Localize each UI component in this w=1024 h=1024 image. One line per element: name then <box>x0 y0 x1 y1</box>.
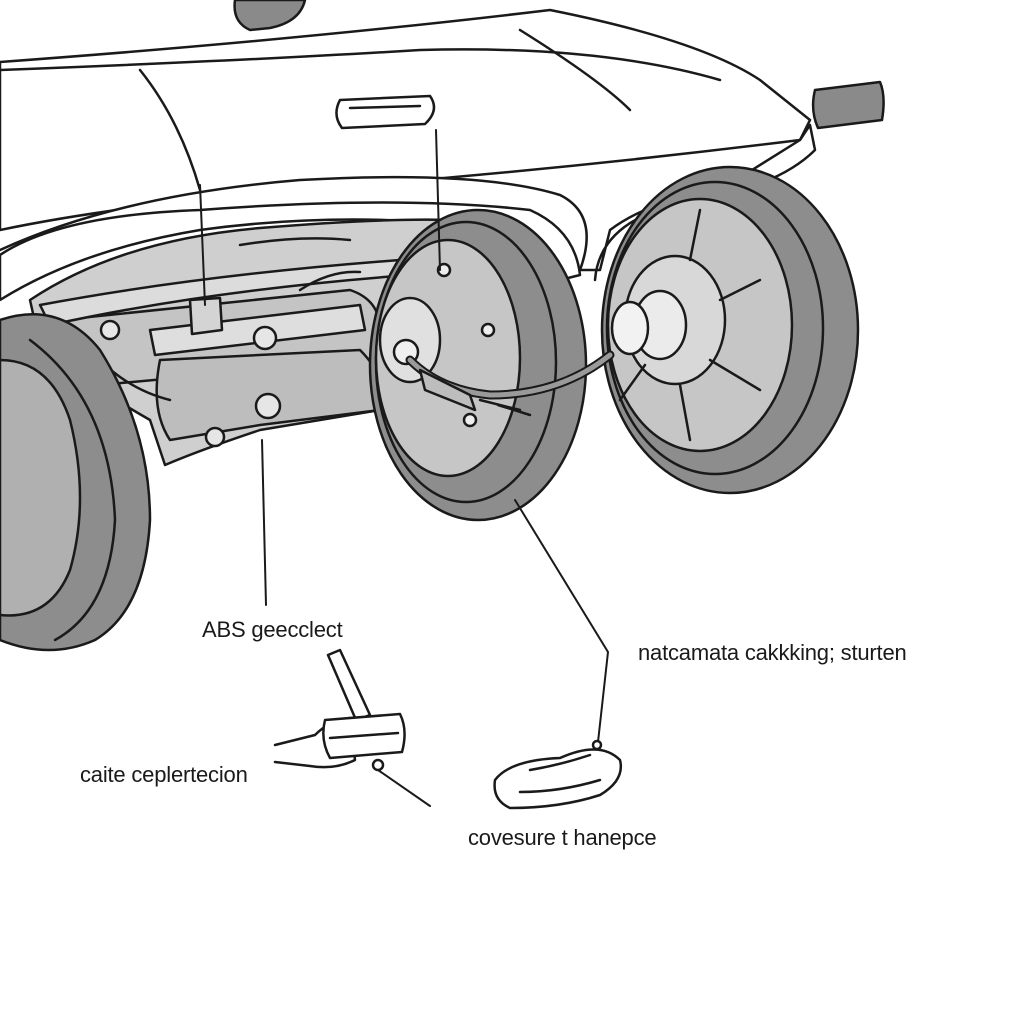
bolt-3 <box>204 426 226 448</box>
housing-tip <box>591 739 603 751</box>
leader-trunk-left <box>199 184 206 306</box>
bolt-1 <box>252 325 278 351</box>
trunk-line-2 <box>518 28 632 112</box>
center-wheel <box>368 208 588 522</box>
left-tire-inner <box>0 358 82 617</box>
leader-caite <box>377 769 431 807</box>
left-wheel <box>0 313 152 652</box>
sensor-connector-illustration <box>273 648 406 772</box>
housing-detail <box>518 753 602 794</box>
connector-line <box>328 731 400 740</box>
door-handle <box>335 94 436 130</box>
label-abs-sensor: ABS geecclect <box>202 617 343 642</box>
label-bottom-center: covesure t hanepce <box>468 825 657 850</box>
connector-pin <box>371 758 385 772</box>
housing-illustration <box>493 739 623 810</box>
bolt-2 <box>254 392 282 420</box>
center-lug-1 <box>436 262 452 278</box>
rear-window <box>233 0 307 32</box>
center-lug-2 <box>480 322 496 338</box>
abs-sensor-cable <box>405 350 615 417</box>
leader-mid-right <box>514 499 609 743</box>
bolt-4 <box>99 319 121 341</box>
label-mid-right: natcamata cakkking; sturten <box>638 640 907 665</box>
housing-body <box>493 748 623 810</box>
trunk-line <box>138 68 202 192</box>
label-left-bottom: caite ceplertecion <box>80 762 248 787</box>
fender-arch-left <box>0 201 582 302</box>
left-tire-groove <box>28 338 117 642</box>
trunk-crease <box>0 48 722 82</box>
right-brake-spokes <box>618 208 762 442</box>
door-handle-inner <box>348 104 422 110</box>
right-wheel <box>600 165 860 495</box>
leader-abs <box>261 439 267 606</box>
center-lug-3 <box>462 412 478 428</box>
leader-lines <box>199 129 609 807</box>
tail-lamp <box>811 80 885 130</box>
bracket <box>188 296 224 336</box>
leader-trunk-right <box>435 129 441 271</box>
right-hub-center <box>610 300 650 356</box>
connector-rod <box>326 648 372 722</box>
cable-end <box>478 398 532 417</box>
cable-coil <box>418 368 477 412</box>
